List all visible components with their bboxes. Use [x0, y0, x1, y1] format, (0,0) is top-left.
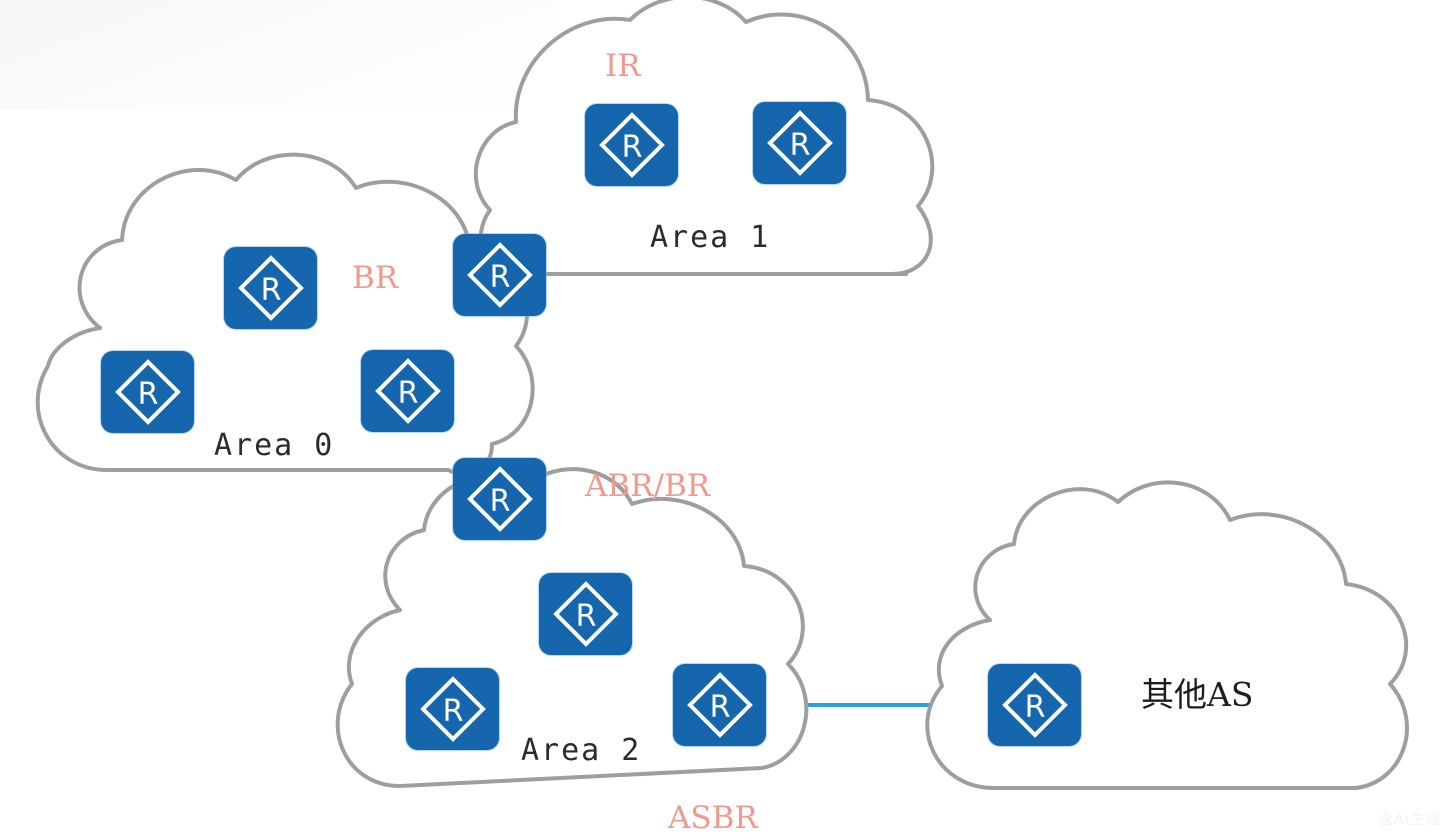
area-label-area0: Area 0	[214, 428, 335, 463]
router-node-other-as-r1[interactable]: R	[988, 664, 1081, 746]
svg-text:R: R	[1024, 690, 1045, 725]
router-R-diamond-icon: R	[464, 239, 536, 311]
svg-text:R: R	[709, 690, 730, 725]
svg-text:R: R	[397, 376, 418, 411]
router-node-area2-r1[interactable]: R	[539, 573, 632, 655]
router-R-diamond-icon: R	[464, 463, 536, 535]
role-label-abr-br: ABR/BR	[585, 468, 711, 504]
router-node-area0-r3[interactable]: R	[361, 350, 454, 432]
area-label-other-as: 其他AS	[1141, 675, 1254, 714]
router-R-diamond-icon: R	[999, 669, 1071, 741]
svg-text:R: R	[489, 260, 510, 295]
router-R-diamond-icon: R	[550, 578, 622, 650]
router-R-diamond-icon: R	[764, 107, 836, 179]
svg-text:R: R	[137, 377, 158, 412]
router-R-diamond-icon: R	[112, 356, 184, 428]
router-R-diamond-icon: R	[235, 252, 307, 324]
svg-text:R: R	[260, 273, 281, 308]
router-node-abr-br[interactable]: R	[453, 458, 546, 540]
svg-text:R: R	[442, 694, 463, 729]
router-R-diamond-icon: R	[372, 355, 444, 427]
svg-text:R: R	[789, 128, 810, 163]
router-R-diamond-icon: R	[417, 673, 489, 745]
router-node-area2-r2[interactable]: R	[406, 668, 499, 750]
router-node-br[interactable]: R	[453, 234, 546, 316]
area-label-area2: Area 2	[521, 733, 642, 768]
router-node-area0-r2[interactable]: R	[101, 351, 194, 433]
router-R-diamond-icon: R	[596, 109, 668, 181]
svg-text:R: R	[489, 484, 510, 519]
router-node-asbr[interactable]: R	[673, 664, 766, 746]
svg-text:R: R	[621, 130, 642, 165]
role-label-br: BR	[352, 260, 399, 296]
router-node-area1-r2[interactable]: R	[753, 102, 846, 184]
area-label-area1: Area 1	[650, 220, 771, 255]
role-label-ir: IR	[605, 48, 641, 84]
role-label-asbr: ASBR	[668, 800, 758, 835]
svg-text:R: R	[575, 599, 596, 634]
watermark: 含AI生成	[1377, 811, 1442, 828]
router-node-area0-r1[interactable]: R	[224, 247, 317, 329]
router-R-diamond-icon: R	[684, 669, 756, 741]
router-node-area1-r1[interactable]: R	[585, 104, 678, 186]
cloud-area1	[473, 0, 935, 276]
